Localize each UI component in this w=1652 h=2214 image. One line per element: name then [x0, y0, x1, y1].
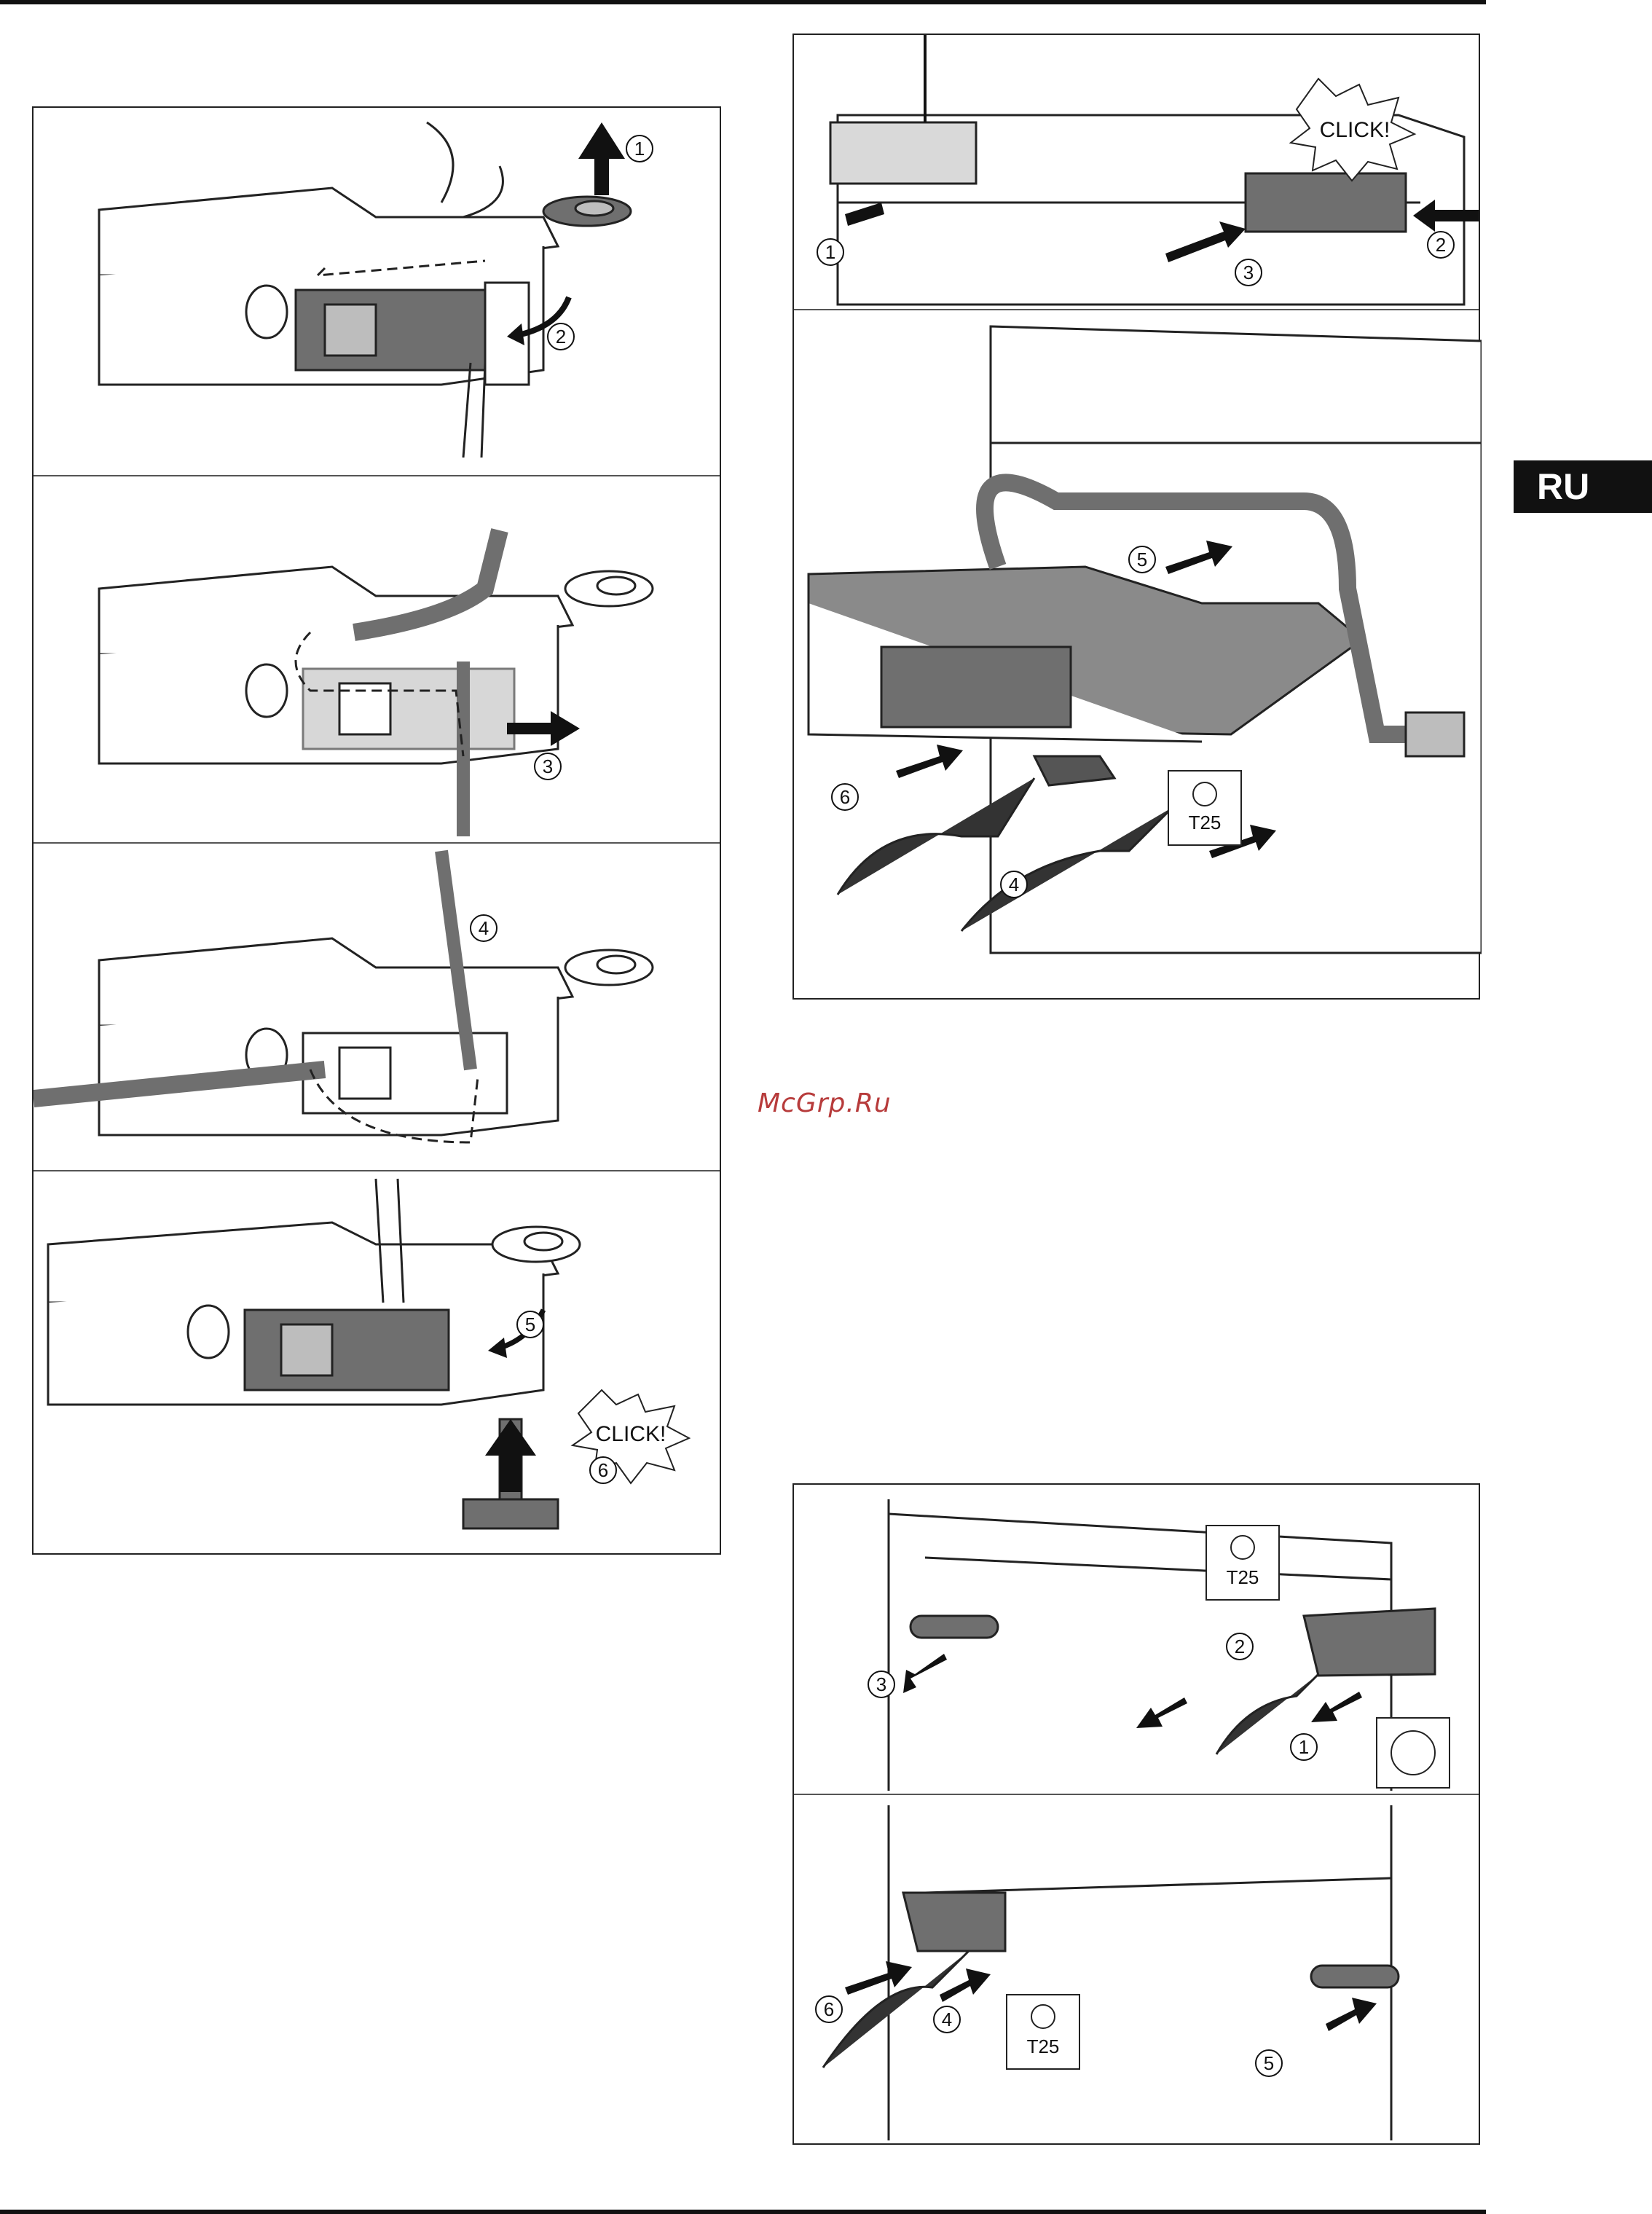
bottom-right-number-1: 1: [1291, 1734, 1317, 1760]
left-step-number-3: 3: [535, 753, 561, 780]
language-tab: RU: [1514, 460, 1652, 513]
bottom-right-number-6: 6: [816, 1996, 842, 2022]
svg-text:4: 4: [479, 917, 489, 939]
bottom-right-number-3: 3: [868, 1671, 894, 1697]
svg-text:1: 1: [634, 138, 645, 160]
svg-text:3: 3: [1243, 262, 1254, 283]
svg-text:6: 6: [598, 1459, 608, 1481]
svg-text:3: 3: [876, 1673, 886, 1695]
hinge-illustration-3: [34, 851, 653, 1142]
top-right-figure-drawing: CLICK! T25 1: [794, 35, 1482, 1001]
top-right-number-1: 1: [817, 239, 843, 265]
svg-text:5: 5: [1264, 2052, 1274, 2074]
top-right-number-5: 5: [1129, 546, 1155, 573]
bottom-right-number-4: 4: [934, 2006, 960, 2033]
top-right-figure-panel: CLICK! T25 1: [792, 34, 1480, 1000]
svg-text:1: 1: [825, 241, 835, 263]
bottom-right-number-5: 5: [1256, 2050, 1282, 2076]
svg-text:3: 3: [543, 755, 553, 777]
hinge-illustration-1: [99, 122, 631, 458]
svg-text:5: 5: [1137, 549, 1147, 570]
top-right-number-2: 2: [1428, 232, 1454, 258]
bottom-right-number-2: 2: [1227, 1633, 1253, 1660]
arrow-up-step-6: [485, 1419, 536, 1492]
torx-badge-bottom-right-top: T25: [1206, 1526, 1279, 1600]
svg-text:5: 5: [525, 1314, 535, 1335]
top-right-number-4: 4: [1001, 871, 1027, 898]
left-step-number-2: 2: [548, 323, 574, 350]
left-figure-drawing: 1 2 3 4 5 6 CLICK!: [34, 108, 723, 1556]
left-step-number-5: 5: [517, 1311, 543, 1338]
svg-text:6: 6: [824, 1998, 834, 2020]
arrow-up-step-1: [578, 122, 625, 195]
svg-text:1: 1: [1299, 1736, 1309, 1758]
top-right-tool-label: T25: [1189, 812, 1222, 833]
bottom-right-figure-panel: T25 T25 1 2 3: [792, 1483, 1480, 2145]
top-cover-illustration: [830, 35, 1464, 305]
left-step-number-1: 1: [626, 136, 653, 162]
torx-badge-bottom-right-bottom: T25: [1007, 1995, 1079, 2069]
top-rule: [0, 0, 1486, 4]
left-click-label: CLICK!: [596, 1422, 666, 1446]
left-figure-panel: 1 2 3 4 5 6 CLICK!: [32, 106, 721, 1555]
watermark: McGrp.Ru: [758, 1088, 892, 1118]
top-right-number-6: 6: [832, 784, 858, 810]
bottom-rule: [0, 2210, 1486, 2214]
bottom-right-tool-label-bottom: T25: [1027, 2036, 1060, 2057]
svg-text:4: 4: [942, 2009, 952, 2030]
door-cover-arrows-bottom: [845, 1961, 1377, 2031]
top-right-click-label: CLICK!: [1320, 118, 1391, 142]
door-cover-illustration-bottom: [823, 1805, 1399, 2140]
hinge-illustration-2: [99, 530, 653, 836]
svg-text:4: 4: [1009, 874, 1019, 895]
left-step-number-6: 6: [590, 1457, 616, 1483]
door-cover-illustration-top: [889, 1499, 1450, 1791]
bottom-right-tool-label-top: T25: [1227, 1566, 1259, 1588]
bottom-right-figure-drawing: T25 T25 1 2 3: [794, 1485, 1482, 2146]
hinge-mounting-illustration: [809, 326, 1482, 953]
svg-text:2: 2: [1235, 1636, 1245, 1657]
svg-text:2: 2: [556, 326, 566, 348]
svg-text:6: 6: [840, 786, 850, 808]
svg-text:2: 2: [1436, 234, 1446, 256]
top-right-number-3: 3: [1235, 259, 1262, 286]
torx-badge-top-right: T25: [1168, 771, 1241, 845]
left-step-number-4: 4: [471, 915, 497, 941]
